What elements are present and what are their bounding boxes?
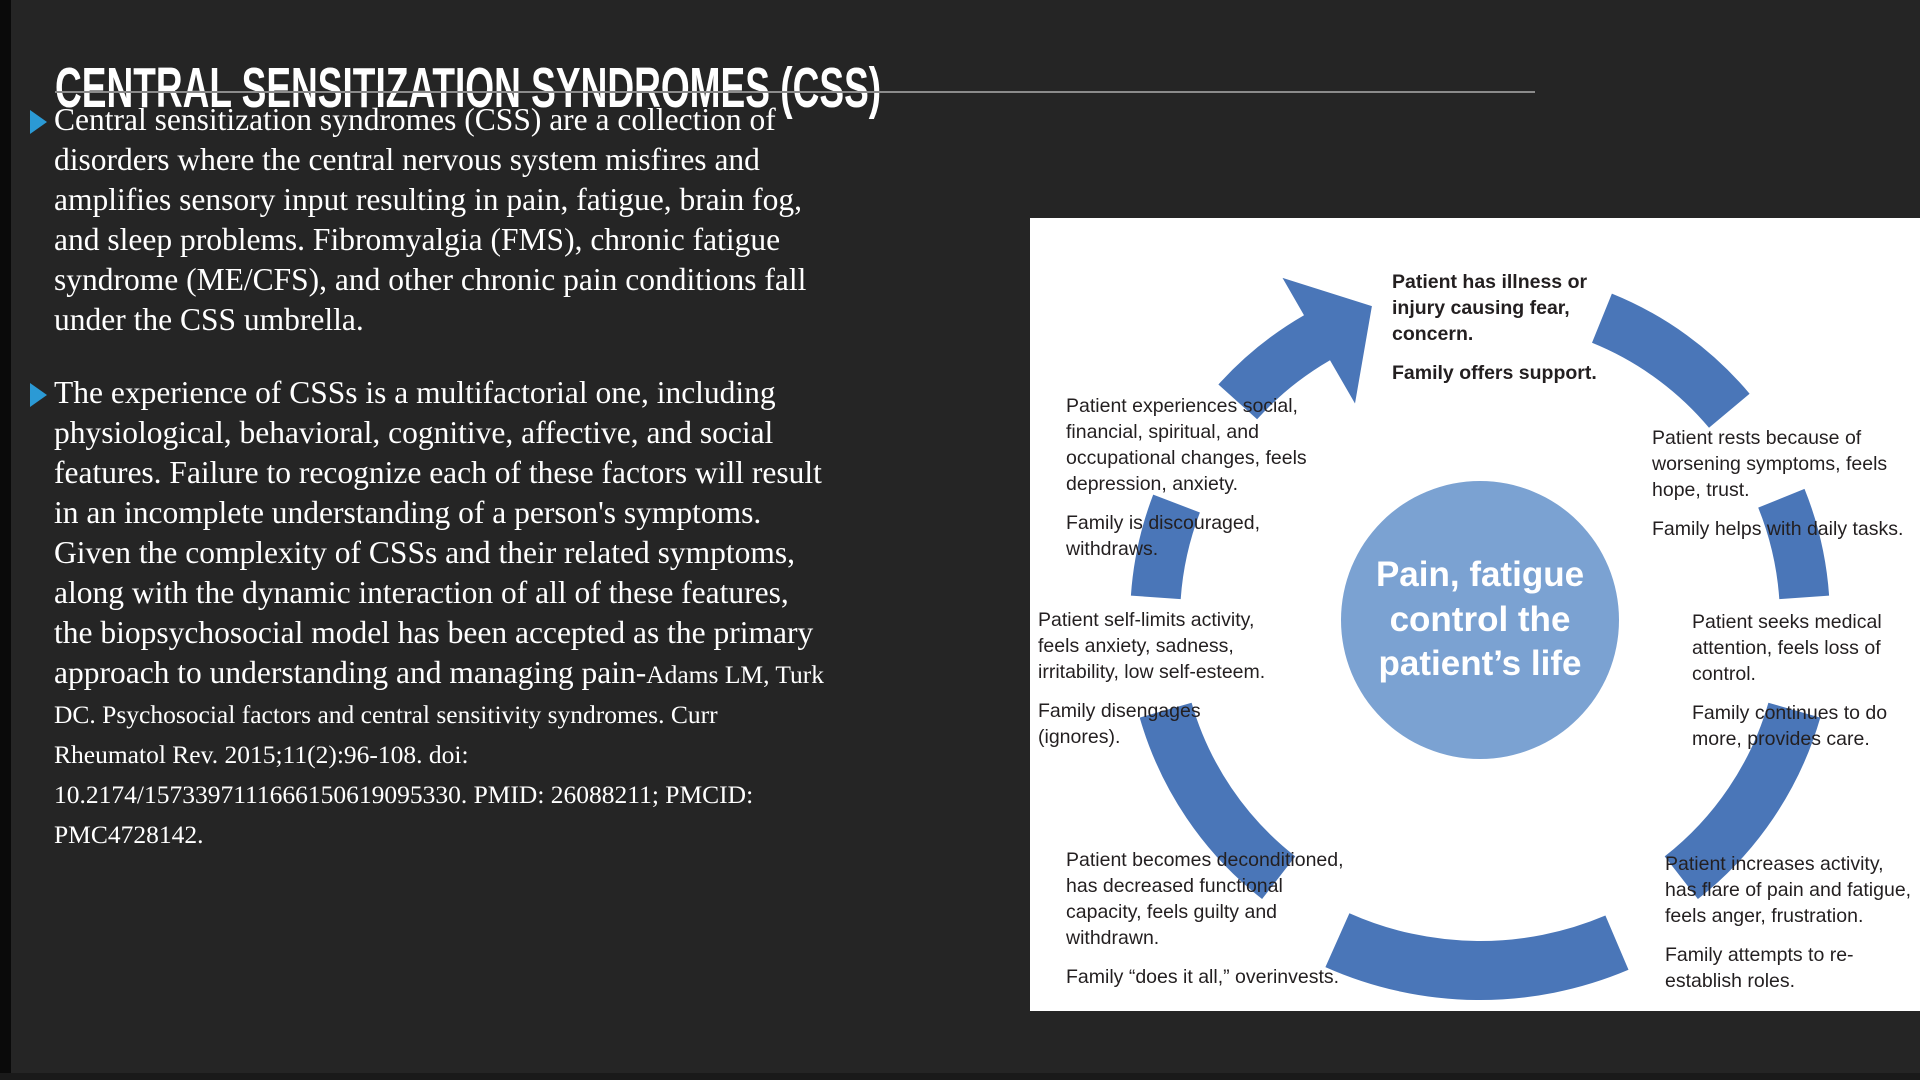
diagram-label-top-left: Patient experiences social, financial, s… [1066,394,1332,576]
label-family-text: Family is discouraged, withdraws. [1066,511,1260,560]
diagram-label-top-center: Patient has illness or injury causing fe… [1392,270,1642,400]
bullet-item: The experience of CSSs is a multifactori… [30,373,832,853]
label-family-text: Family attempts to re-establish roles. [1665,943,1854,992]
citation-text: Adams LM, Turk DC. Psychosocial factors … [54,660,825,849]
diagram-label-bottom-right: Patient increases activity, has flare of… [1665,852,1913,1008]
bullet-item: Central sensitization syndromes (CSS) ar… [30,100,832,340]
label-patient-text: Patient becomes deconditioned, has decre… [1066,849,1344,949]
label-patient-text: Patient increases activity, has flare of… [1665,853,1912,927]
label-patient-text: Patient self-limits activity, feels anxi… [1038,609,1266,683]
label-patient-text: Patient experiences social, financial, s… [1066,395,1307,495]
cycle-diagram-svg [1130,277,1830,1000]
label-family-text: Family helps with daily tasks. [1652,517,1904,540]
label-family-text: Family “does it all,” overinvests. [1066,965,1340,988]
cycle-arc-left [1130,494,1200,600]
center-circle-label: Pain, fatigue control the patient’s life [1375,554,1585,684]
slide-left-edge [0,0,11,1080]
label-patient-text: Patient seeks medical attention, feels l… [1692,611,1882,685]
diagram-label-bottom-left: Patient becomes deconditioned, has decre… [1066,848,1352,1004]
label-patient-text: Patient has illness or injury causing fe… [1392,271,1588,345]
cycle-diagram-panel: Pain, fatigue control the patient’s life… [1030,218,1920,1011]
bullet-text: The experience of CSSs is a multifactori… [54,373,832,853]
bullet-main-text: The experience of CSSs is a multifactori… [54,375,822,690]
label-patient-text: Patient rests because of worsening sympt… [1652,427,1888,501]
bullet-triangle-icon [30,110,47,134]
cycle-arc-top-right [1592,293,1750,428]
center-circle [1341,481,1619,759]
diagram-label-mid-left: Patient self-limits activity, feels anxi… [1038,608,1276,764]
bullet-triangle-icon [30,383,47,407]
cycle-arc-bottom-left [1139,702,1296,899]
slide-bottom-edge [0,1073,1920,1080]
label-family-text: Family continues to do more, provides ca… [1692,701,1888,750]
label-family-text: Family offers support. [1392,361,1597,384]
bullet-list: Central sensitization syndromes (CSS) ar… [30,100,832,886]
label-family-text: Family disengages (ignores). [1038,699,1201,748]
slide-title: CENTRAL SENSITIZATION SYNDROMES (CSS) [55,56,882,121]
cycle-arc-right [1758,488,1830,600]
bullet-text: Central sensitization syndromes (CSS) ar… [54,102,807,337]
cycle-arc-bottom [1325,913,1629,1000]
diagram-label-mid-right: Patient seeks medical attention, feels l… [1692,610,1912,766]
diagram-label-top-right: Patient rests because of worsening sympt… [1652,426,1908,556]
cycle-arc-bottom-right [1664,702,1821,899]
title-underline [55,91,1535,93]
cycle-arrow-icon [1218,277,1372,420]
